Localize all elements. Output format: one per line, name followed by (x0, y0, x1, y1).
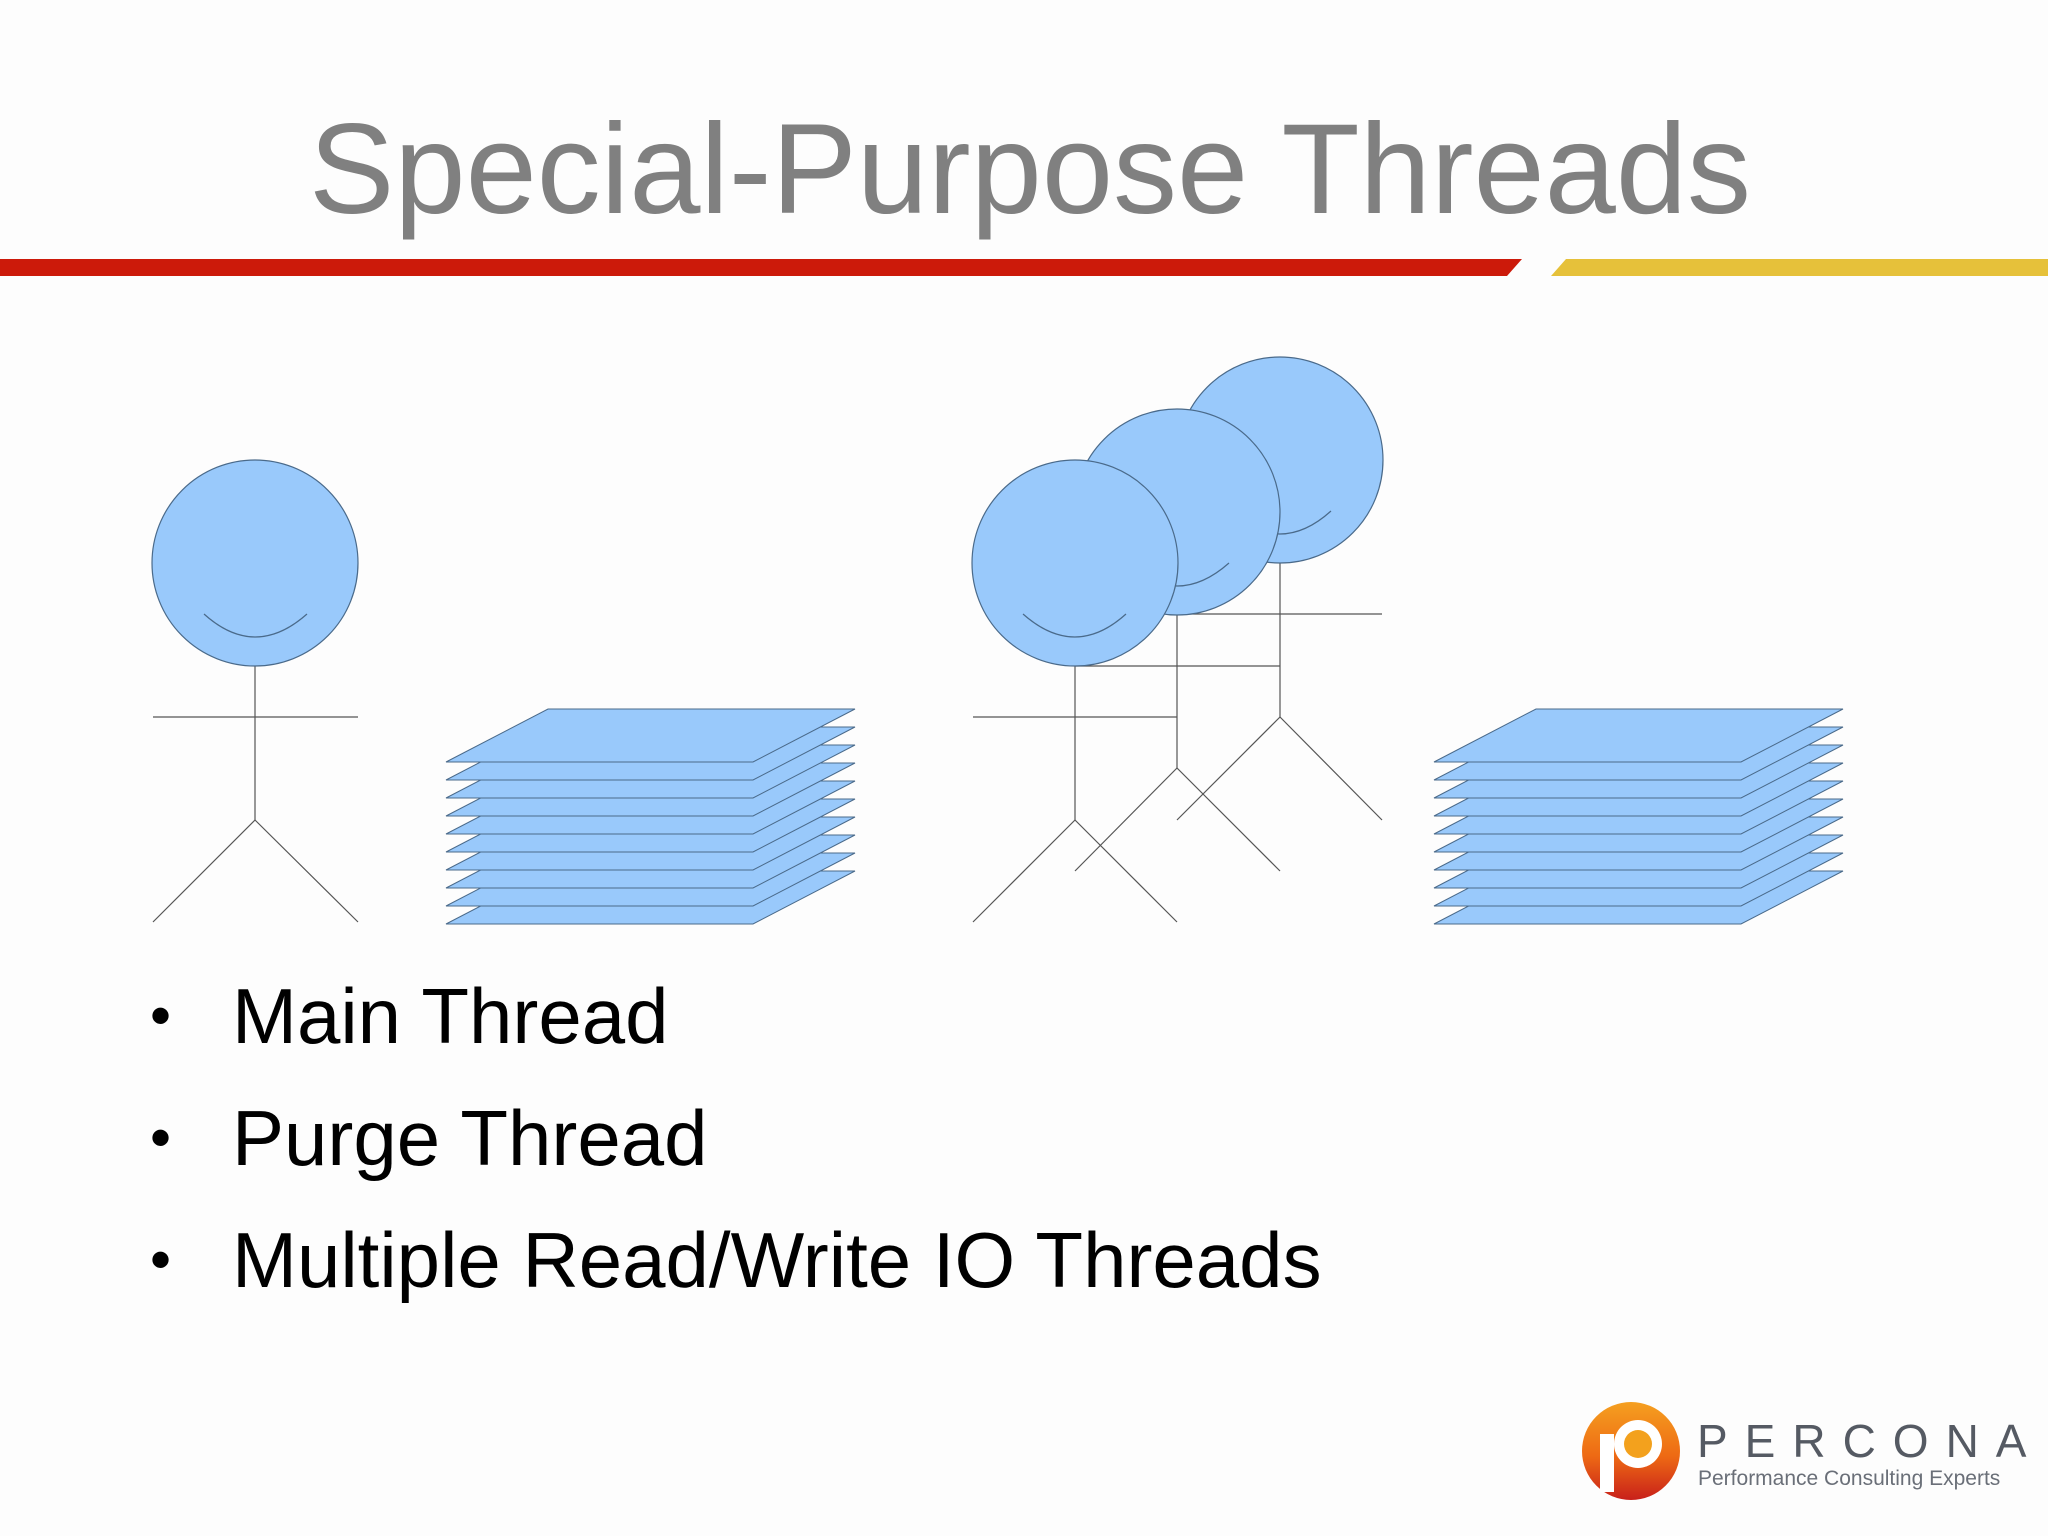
bullet-item: • Main Thread (150, 955, 1850, 1077)
page-stack-io (1433, 708, 1844, 925)
bullet-marker: • (150, 1104, 172, 1171)
bullet-list: • Main Thread • Purge Thread • Multiple … (150, 955, 1850, 1321)
bullet-text: Main Thread (232, 972, 669, 1060)
page-stack-main (445, 708, 856, 925)
slide-title: Special-Purpose Threads (309, 98, 1751, 241)
bullet-marker: • (150, 982, 172, 1049)
logo-tagline: Performance Consulting Experts (1698, 1467, 2001, 1490)
bullet-text: Multiple Read/Write IO Threads (232, 1216, 1322, 1304)
title-rule-yellow (1551, 259, 2048, 276)
percona-logo-icon (1582, 1402, 1680, 1500)
title-rule (0, 259, 2048, 276)
io-thread-figure-1 (971, 459, 1179, 923)
bullet-item: • Multiple Read/Write IO Threads (150, 1199, 1850, 1321)
bullet-marker: • (150, 1226, 172, 1293)
percona-logo: PERCONA Performance Consulting Experts (1580, 1400, 2026, 1505)
title-rule-red (0, 259, 1522, 276)
logo-wordmark: PERCONA (1697, 1415, 2044, 1467)
threads-diagram (151, 356, 1844, 925)
main-thread-figure (151, 459, 359, 923)
bullet-item: • Purge Thread (150, 1077, 1850, 1199)
bullet-text: Purge Thread (232, 1094, 708, 1182)
